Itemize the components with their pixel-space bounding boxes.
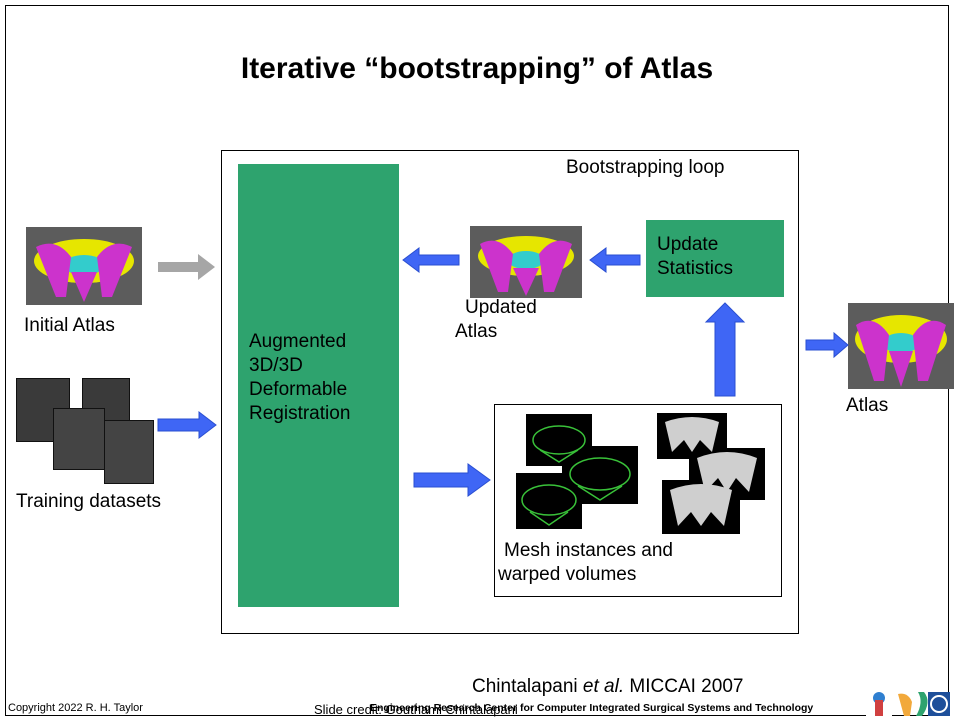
atlas-output-label: Atlas bbox=[846, 395, 889, 416]
slide-credit: Slide credit: Gouthami Chintalapani bbox=[314, 702, 518, 717]
pelvis-atlas-icon bbox=[34, 239, 134, 302]
registration-block bbox=[238, 164, 399, 607]
citation-etal: et al. bbox=[582, 676, 625, 697]
update-statistics-block bbox=[646, 220, 784, 297]
loop-label: Bootstrapping loop bbox=[566, 157, 725, 178]
pelvis-atlas-icon bbox=[855, 315, 947, 387]
blue-arrow-to-mesh bbox=[413, 463, 491, 497]
erc-logo-icon bbox=[866, 690, 950, 718]
blue-arrow-to-updated-atlas bbox=[589, 247, 641, 273]
blue-arrow-output bbox=[805, 331, 849, 359]
registration-line-4: Registration bbox=[249, 403, 351, 424]
blue-arrow-to-registration bbox=[402, 247, 460, 273]
citation: Chintalapani et al. MICCAI 2007 bbox=[472, 675, 743, 699]
erc-text: Engineering Research Center for Computer… bbox=[370, 702, 814, 714]
update-line-1: Update bbox=[657, 234, 719, 255]
update-line-2: Statistics bbox=[657, 258, 734, 279]
output-atlas-image bbox=[848, 303, 954, 389]
blue-arrow-training bbox=[157, 410, 217, 440]
gray-arrow bbox=[158, 254, 215, 280]
updated-atlas-line-1: Updated bbox=[465, 297, 537, 318]
ct-slice-image bbox=[104, 420, 154, 484]
registration-label: Augmented 3D/3D Deformable Registration bbox=[249, 330, 350, 426]
update-statistics-label: Update Statistics bbox=[657, 233, 733, 281]
pelvis-atlas-icon bbox=[478, 236, 574, 296]
training-datasets-label: Training datasets bbox=[16, 491, 162, 512]
ct-slice-image bbox=[53, 408, 105, 470]
updated-atlas-image bbox=[470, 226, 582, 298]
mesh-line-2: warped volumes bbox=[498, 564, 637, 585]
credit-name: dit: Gouthami Chintalapani bbox=[364, 702, 518, 717]
registration-line-2: 3D/3D bbox=[249, 355, 303, 376]
slide-title: Iterative “bootstrapping” of Atlas bbox=[240, 52, 714, 85]
citation-author: Chintalapani bbox=[472, 676, 583, 697]
copyright-text: Copyright 2022 R. H. Taylor bbox=[8, 702, 143, 714]
initial-atlas-image bbox=[26, 227, 142, 305]
registration-line-3: Deformable bbox=[249, 379, 348, 400]
mesh-pelvis-image bbox=[516, 473, 582, 529]
updated-atlas-line-2: Atlas bbox=[455, 321, 498, 342]
blue-arrow-up bbox=[704, 302, 746, 397]
citation-venue: MICCAI 2007 bbox=[624, 676, 744, 697]
initial-atlas-label: Initial Atlas bbox=[24, 315, 115, 336]
updated-atlas-label: Updated Atlas bbox=[455, 296, 537, 344]
mesh-instances-label: Mesh instances and warped volumes bbox=[498, 539, 673, 587]
credit-prefix: Slide cre bbox=[314, 702, 365, 717]
mesh-line-1: Mesh instances and bbox=[504, 540, 673, 561]
registration-line-1: Augmented bbox=[249, 331, 347, 352]
erc-logo bbox=[866, 690, 950, 718]
